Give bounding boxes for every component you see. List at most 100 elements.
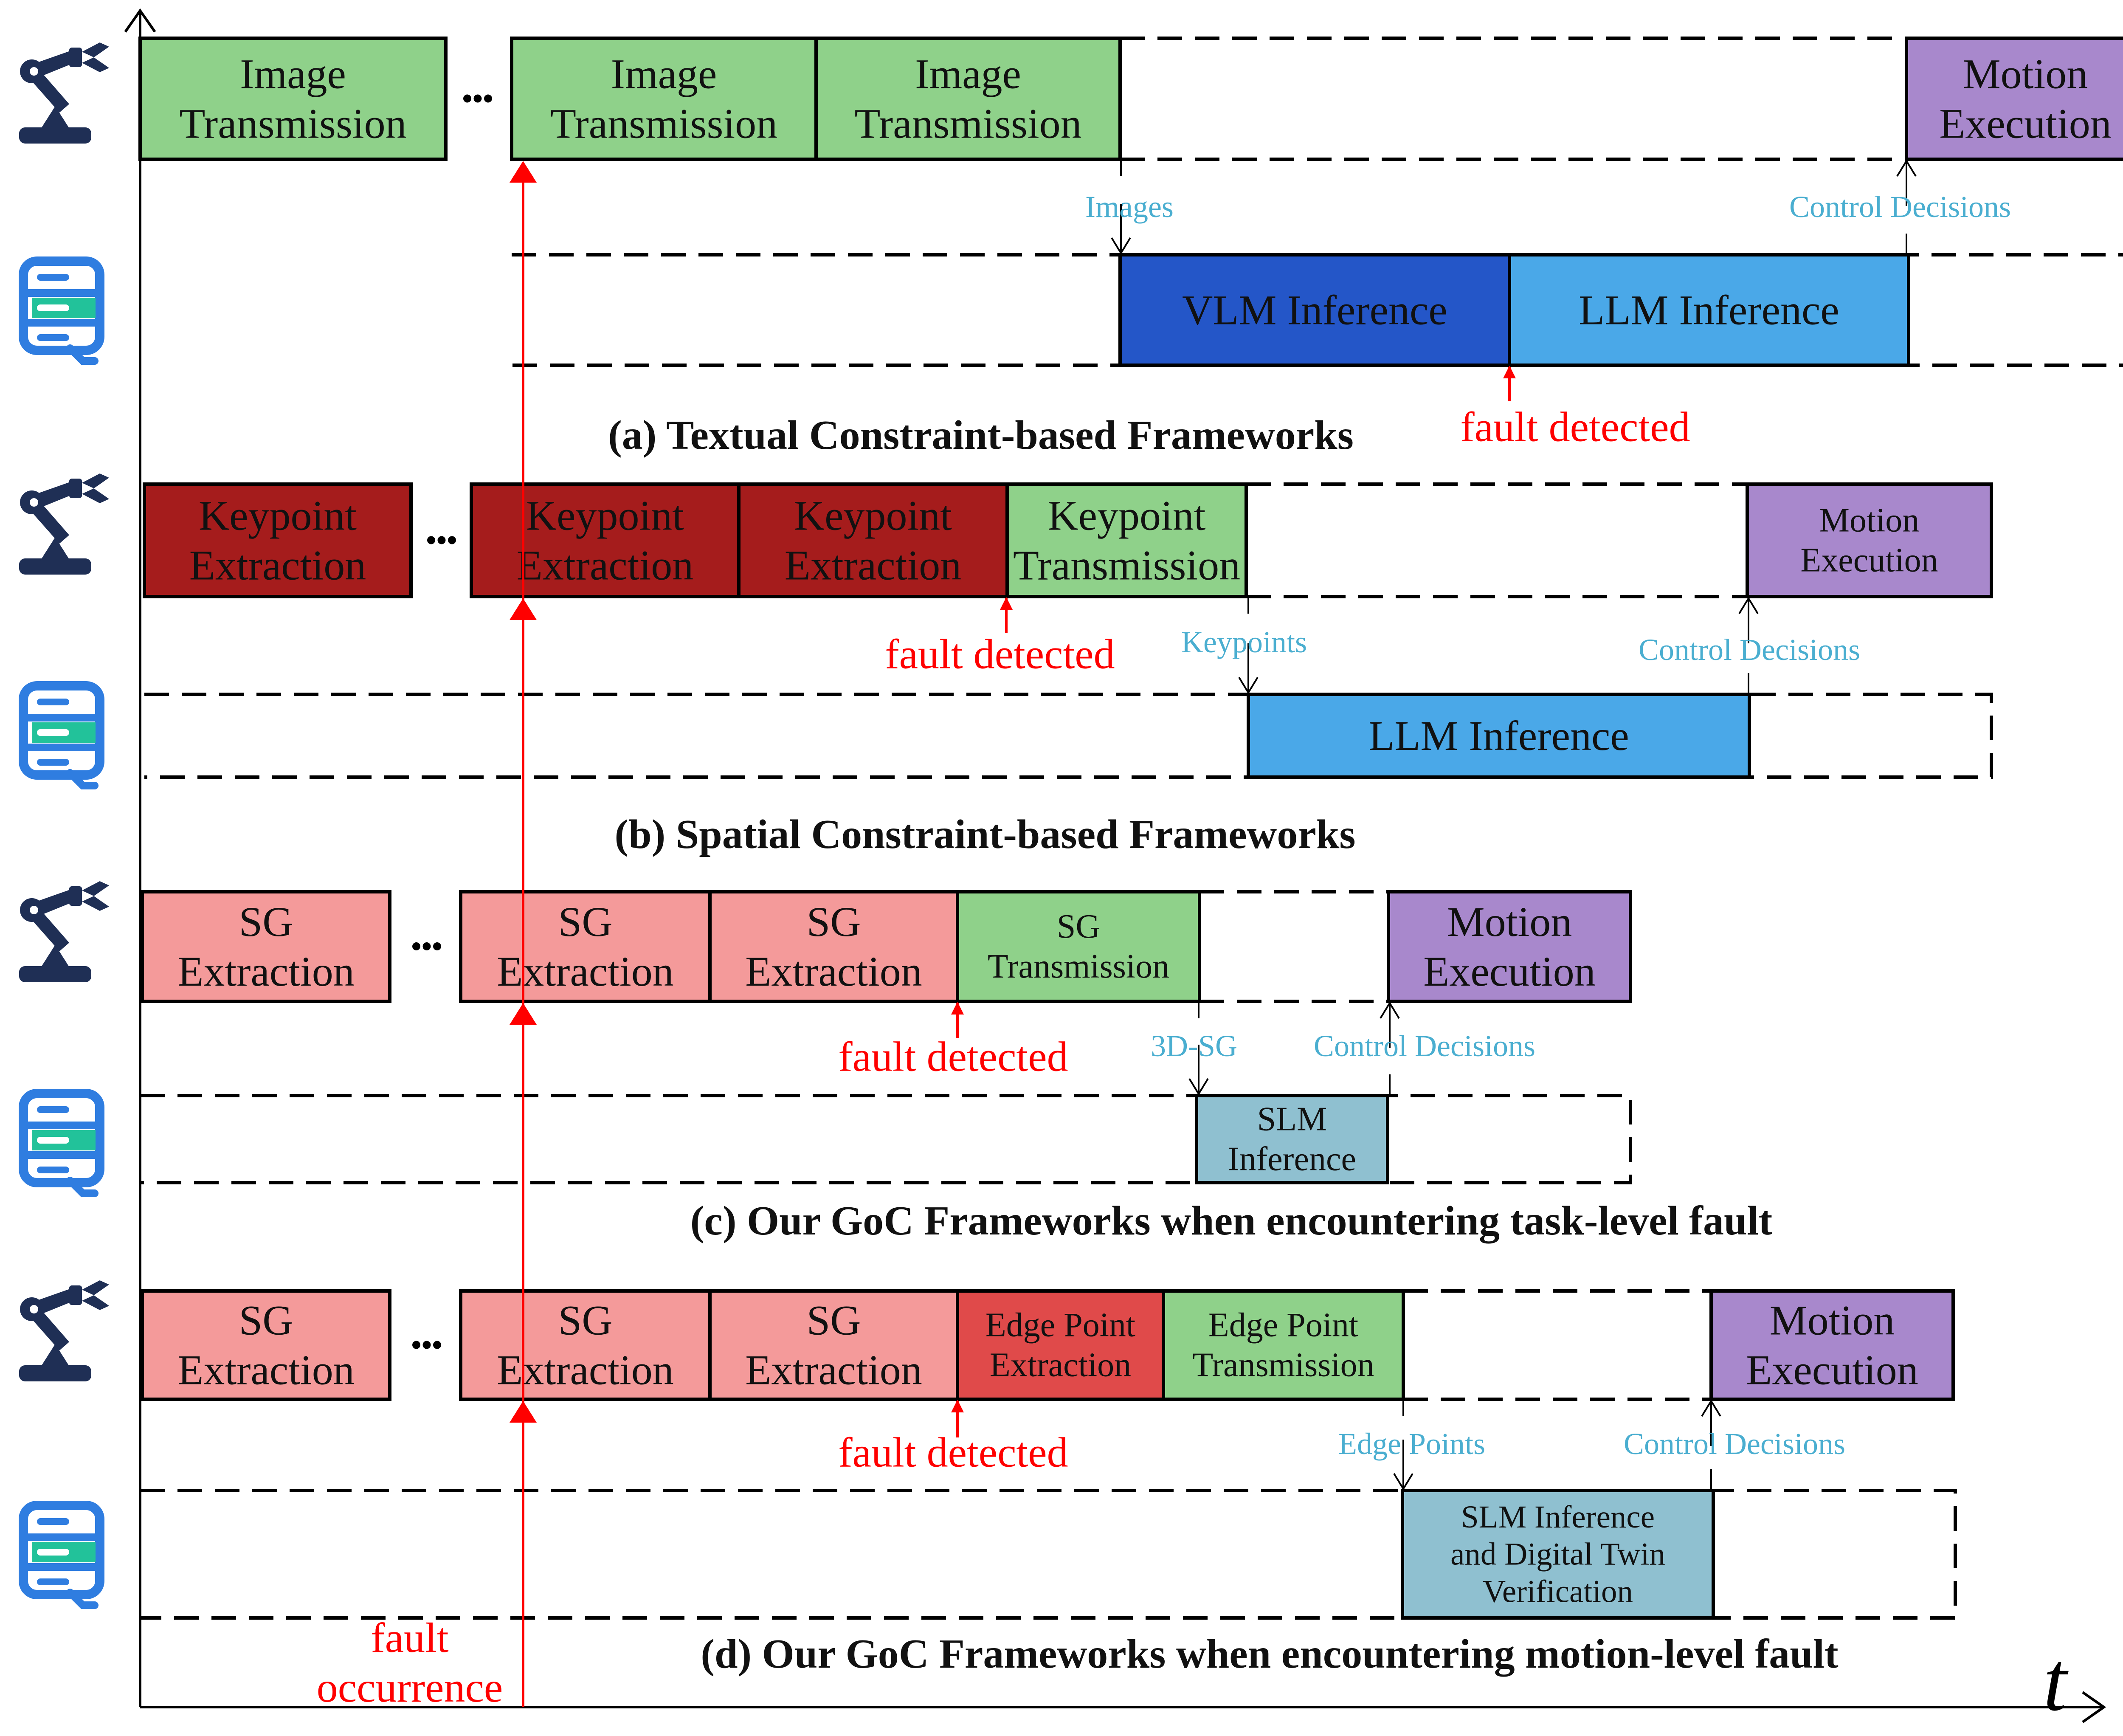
task-block-label: Extraction [517,542,694,589]
inference-block-label: Verification [1483,1574,1633,1609]
task-block-keypoint-extraction [143,482,413,598]
robot-arm-icon [19,42,109,144]
task-block-label: Motion [1447,898,1572,945]
inference-block-slm-inference [1195,1094,1389,1184]
task-block-label: SG [1057,908,1100,945]
task-block-motion-execution [1905,37,2123,161]
robot-arm-icon [19,473,109,575]
fault-detected-label: fault detected [885,631,1115,678]
edge-server-icon [19,1089,104,1197]
task-block-label: Image [611,51,717,98]
task-block-label: Transmission [854,100,1081,147]
inference-block-slm-inference [1401,1489,1715,1620]
edge-server-icon [19,256,104,365]
task-block-image-transmission [956,890,1201,1003]
task-block-label: Transmission [1192,1346,1374,1384]
task-block-label: Extraction [745,1347,922,1394]
task-block-image-transmission [138,37,448,161]
timeline-panel-c: •••SGExtractionSGExtractionSGExtractionS… [19,881,1773,1244]
server-lane [144,693,1993,779]
robot-idle-lane [1246,482,1747,598]
task-block-label: Extraction [497,1347,674,1394]
timeline-panel-b: •••KeypointExtractionKeypointExtractionK… [19,473,1993,857]
uplink-message-label: 3D-SG [1151,1029,1237,1063]
task-block-label: Extraction [497,948,674,995]
task-block-label: Execution [1423,948,1595,995]
server-lane [140,1489,1957,1620]
task-block-label: Transmission [1013,542,1240,589]
fault-occurrence-arrowhead [510,598,537,620]
fault-occurrence-arrowhead [510,1401,537,1423]
panel-caption: (a) Textual Constraint-based Frameworks [608,412,1354,458]
task-block-label: SG [239,898,293,945]
task-block-edge-point-extraction [956,1289,1165,1401]
inference-block-label: LLM Inference [1368,712,1629,759]
inference-block-label: SLM [1257,1101,1327,1138]
task-block-label: Extraction [177,1347,355,1394]
ellipsis: ••• [411,1329,442,1361]
server-lane [140,1094,1632,1184]
task-block-image-transmission [1005,482,1248,598]
panel-caption: (c) Our GoC Frameworks when encountering… [690,1198,1773,1244]
edge-server-icon [19,1501,104,1609]
task-block-label: SG [239,1297,293,1344]
task-block-image-transmission [510,37,818,161]
task-block-label: Extraction [745,948,922,995]
task-block-label: SG [558,898,613,945]
task-block-sg-extraction [708,890,959,1003]
uplink-message-label: Edge Points [1338,1427,1485,1461]
task-block-motion-execution [1709,1289,1955,1401]
fault-detected-label: fault detected [1460,403,1690,451]
task-block-label: Keypoint [526,492,684,539]
robot-idle-lane [1199,890,1388,1003]
task-block-label: SG [558,1297,613,1344]
inference-block-label: SLM Inference [1461,1499,1655,1535]
inference-block-llm-inference [1247,693,1751,779]
downlink-arrowhead [1701,1399,1721,1417]
inference-block-label: LLM Inference [1579,287,1839,334]
time-axis-label: t [2043,1635,2069,1729]
inference-block-label: Inference [1228,1140,1356,1178]
task-block-label: SG [807,898,861,945]
task-block-label: Execution [1746,1347,1918,1394]
robot-idle-lane [1403,1289,1711,1401]
task-block-label: Motion [1770,1297,1895,1344]
fault-detected-label: fault detected [838,1033,1068,1080]
fault-occurrence-label: occurrence [317,1664,503,1711]
inference-block-llm-inference [1508,253,1910,367]
downlink-message-label: Control Decisions [1639,633,1860,667]
task-block-label: Transmission [988,948,1169,985]
robot-arm-icon [19,881,109,982]
task-block-label: SG [807,1297,861,1344]
downlink-message-label: Control Decisions [1314,1029,1535,1063]
task-block-label: Keypoint [199,492,357,539]
uplink-message-label: Images [1085,190,1174,224]
task-block-label: Image [240,51,346,98]
task-block-label: Image [915,51,1021,98]
uplink-message-label: Keypoints [1181,625,1307,659]
task-block-image-transmission [1162,1289,1405,1401]
task-block-label: Execution [1939,100,2111,147]
downlink-arrowhead [1380,1001,1400,1019]
task-block-label: Edge Point [985,1307,1135,1344]
uplink-arrowhead [1393,1473,1413,1491]
robot-idle-lane [1120,37,1906,161]
task-block-label: Transmission [550,100,777,147]
fault-occurrence-arrowhead [510,161,537,183]
ellipsis: ••• [462,82,493,115]
robot-arm-icon [19,1280,109,1381]
downlink-arrowhead [1896,159,1917,177]
task-block-label: Edge Point [1208,1307,1358,1344]
downlink-message-label: Control Decisions [1624,1427,1845,1461]
timeline-panel-d: •••SGExtractionSGExtractionSGExtractionE… [19,1280,1957,1677]
inference-block-label: and Digital Twin [1450,1537,1665,1572]
downlink-arrowhead [1738,597,1759,614]
timeline-panel-a: •••ImageTransmissionImageTransmissionIma… [19,37,2123,458]
uplink-arrowhead [1238,676,1259,694]
task-block-motion-execution [1387,890,1632,1003]
panel-caption: (d) Our GoC Frameworks when encountering… [701,1631,1839,1677]
vertical-axis-arrowhead [124,8,156,33]
task-block-label: Motion [1963,51,2088,98]
